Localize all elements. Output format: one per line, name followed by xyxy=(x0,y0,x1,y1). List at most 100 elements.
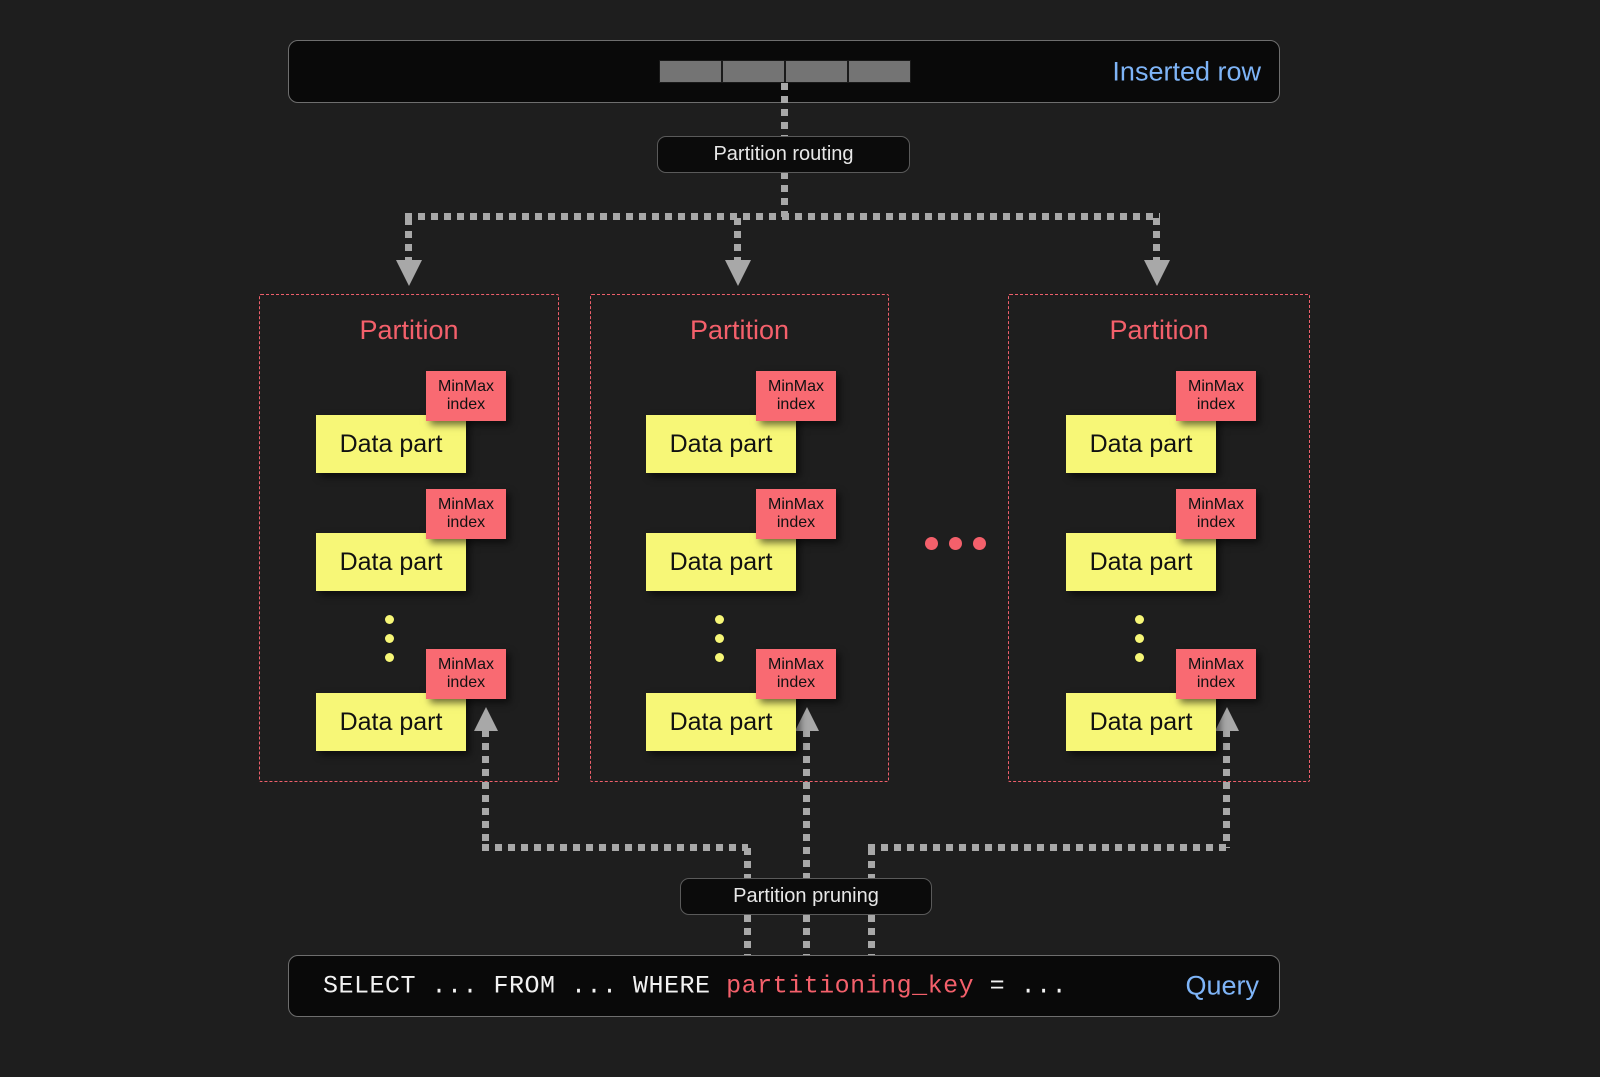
minmax-line2: index xyxy=(446,674,486,691)
minmax-line2: index xyxy=(776,514,816,531)
data-part-group-0-2: MinMax index Data part xyxy=(316,649,506,754)
query-bar: SELECT ... FROM ... WHERE partitioning_k… xyxy=(288,955,1280,1017)
query-sql-text: SELECT ... FROM ... WHERE partitioning_k… xyxy=(323,972,1067,1001)
ellipsis-dot xyxy=(973,537,986,550)
pruning-bus-right xyxy=(868,844,1230,851)
minmax-line1: MinMax xyxy=(1187,495,1244,513)
partition-title-1: Partition xyxy=(689,315,790,345)
ellipsis-dot xyxy=(925,537,938,550)
row-cell xyxy=(848,60,911,83)
connector-bus-to-pruning-left xyxy=(744,848,751,880)
row-cell xyxy=(659,60,722,83)
partitions-ellipsis xyxy=(925,537,986,550)
data-part-group-2-0: MinMax index Data part xyxy=(1066,371,1256,476)
row-cell xyxy=(785,60,848,83)
minmax-index-2-0: MinMax index xyxy=(1176,371,1256,421)
connector-bus-to-pruning-right xyxy=(868,848,875,880)
connector-bus-to-partition-2 xyxy=(1153,218,1160,266)
minmax-line1: MinMax xyxy=(767,655,824,673)
data-part-2-2: Data part xyxy=(1066,693,1216,751)
minmax-line2: index xyxy=(1196,674,1236,691)
data-part-1-0: Data part xyxy=(646,415,796,473)
arrow-into-partition-1-bottom xyxy=(795,707,819,731)
inserted-row-cells xyxy=(659,60,911,83)
ellipsis-dot xyxy=(1135,653,1144,662)
minmax-line2: index xyxy=(446,396,486,413)
connector-row-to-routing xyxy=(781,83,788,138)
data-part-group-1-2: MinMax index Data part xyxy=(646,649,836,754)
ellipsis-dot xyxy=(1135,634,1144,643)
minmax-index-2-2: MinMax index xyxy=(1176,649,1256,699)
data-part-group-1-1: MinMax index Data part xyxy=(646,489,836,594)
partition-box-2: Partition MinMax index Data part MinMax … xyxy=(1008,294,1310,782)
minmax-line2: index xyxy=(446,514,486,531)
arrow-into-partition-0-bottom xyxy=(474,707,498,731)
data-part-2-0: Data part xyxy=(1066,415,1216,473)
arrow-into-partition-1 xyxy=(725,260,751,286)
minmax-index-0-0: MinMax index xyxy=(426,371,506,421)
data-part-ellipsis-0 xyxy=(385,615,395,672)
routing-bus-line xyxy=(405,213,1160,220)
ellipsis-dot xyxy=(715,615,724,624)
minmax-line1: MinMax xyxy=(767,495,824,513)
minmax-line2: index xyxy=(1196,396,1236,413)
data-part-0-2: Data part xyxy=(316,693,466,751)
partition-title-2: Partition xyxy=(1109,315,1209,345)
query-label: Query xyxy=(1185,970,1259,1001)
minmax-line2: index xyxy=(1196,514,1236,531)
ellipsis-dot xyxy=(715,653,724,662)
minmax-line2: index xyxy=(776,674,816,691)
data-part-ellipsis-2 xyxy=(1135,615,1145,672)
connector-routing-to-bus xyxy=(781,172,788,217)
minmax-index-1-1: MinMax index xyxy=(756,489,836,539)
ellipsis-dot xyxy=(385,653,394,662)
data-part-ellipsis-1 xyxy=(715,615,725,672)
minmax-index-0-1: MinMax index xyxy=(426,489,506,539)
minmax-line1: MinMax xyxy=(437,495,494,513)
partition-box-1: Partition MinMax index Data part MinMax … xyxy=(590,294,889,782)
data-part-group-2-2: MinMax index Data part xyxy=(1066,649,1256,754)
minmax-line1: MinMax xyxy=(437,655,494,673)
inserted-row-label: Inserted row xyxy=(1112,56,1261,86)
ellipsis-dot xyxy=(385,615,394,624)
minmax-index-2-1: MinMax index xyxy=(1176,489,1256,539)
minmax-index-1-0: MinMax index xyxy=(756,371,836,421)
arrow-into-partition-2-bottom xyxy=(1215,707,1239,731)
connector-bus-to-partition-1 xyxy=(734,218,741,266)
arrow-into-partition-0 xyxy=(396,260,422,286)
minmax-line1: MinMax xyxy=(1187,655,1244,673)
connector-pruning-to-query-left xyxy=(744,915,751,957)
arrow-into-partition-2 xyxy=(1144,260,1170,286)
ellipsis-dot xyxy=(385,634,394,643)
connector-pruning-to-query-right xyxy=(868,915,875,957)
ellipsis-dot xyxy=(949,537,962,550)
partition-pruning-label: Partition pruning xyxy=(680,878,932,915)
data-part-1-2: Data part xyxy=(646,693,796,751)
connector-pruning-to-partition-1 xyxy=(803,730,810,880)
data-part-1-1: Data part xyxy=(646,533,796,591)
partition-title-0: Partition xyxy=(359,315,459,345)
row-cell xyxy=(722,60,785,83)
minmax-line1: MinMax xyxy=(437,377,494,395)
data-part-group-1-0: MinMax index Data part xyxy=(646,371,836,476)
data-part-0-1: Data part xyxy=(316,533,466,591)
minmax-line2: index xyxy=(776,396,816,413)
partition-pruning-text: Partition pruning xyxy=(733,885,879,907)
connector-pruning-to-partition-0 xyxy=(482,730,489,848)
partition-routing-label: Partition routing xyxy=(657,136,910,173)
data-part-group-0-1: MinMax index Data part xyxy=(316,489,506,594)
partition-box-0: Partition MinMax index Data part MinMax … xyxy=(259,294,559,782)
data-part-2-1: Data part xyxy=(1066,533,1216,591)
query-prefix: SELECT ... FROM ... WHERE xyxy=(323,971,727,1001)
partition-routing-text: Partition routing xyxy=(713,143,854,165)
ellipsis-dot xyxy=(715,634,724,643)
data-part-0-0: Data part xyxy=(316,415,466,473)
pruning-bus-left xyxy=(482,844,748,851)
data-part-group-0-0: MinMax index Data part xyxy=(316,371,506,476)
minmax-index-0-2: MinMax index xyxy=(426,649,506,699)
connector-pruning-to-query-mid xyxy=(803,915,810,957)
connector-bus-to-partition-0 xyxy=(405,218,412,266)
minmax-line1: MinMax xyxy=(1187,377,1244,395)
query-suffix: = ... xyxy=(974,971,1068,1001)
